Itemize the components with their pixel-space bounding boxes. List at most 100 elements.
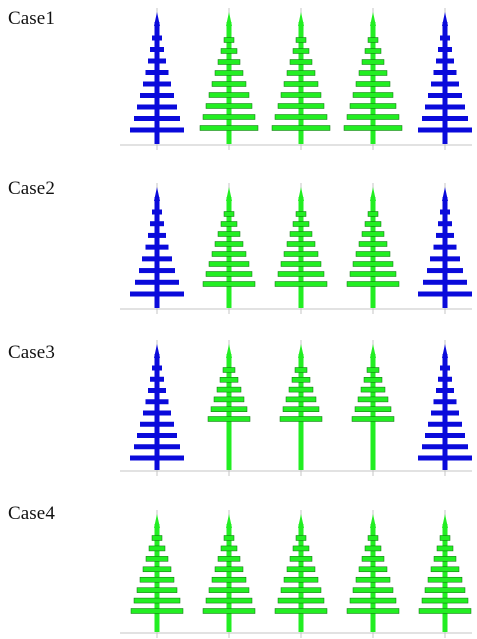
tree-tip <box>298 12 304 26</box>
tree-branch <box>289 59 313 65</box>
tree-branch <box>295 37 307 43</box>
tree-branch <box>346 281 400 287</box>
tree-branch <box>292 48 310 54</box>
tree-tip <box>154 344 160 358</box>
tree-branch <box>274 114 328 120</box>
tree-branch <box>431 410 459 416</box>
tree-branch <box>367 37 379 43</box>
tree-branch <box>418 455 472 461</box>
tree-branch <box>438 47 452 52</box>
case-label-1: Case1 <box>8 8 55 29</box>
tree-branch <box>292 545 310 552</box>
tree-branch <box>140 93 174 98</box>
tree-branch <box>283 81 319 87</box>
tree-branch <box>428 421 462 427</box>
tree-branch <box>436 545 454 552</box>
tree-branch <box>418 291 472 297</box>
tree-branch <box>208 92 250 98</box>
tree-branch <box>363 377 383 383</box>
tree-branch <box>150 376 164 382</box>
tree-tip <box>226 344 232 358</box>
tree-branch <box>134 444 180 450</box>
tree-branch <box>364 48 382 54</box>
tree-branch <box>367 211 379 217</box>
tree-branch <box>358 70 388 76</box>
tree-branch <box>366 367 380 373</box>
tree-branch <box>220 221 238 227</box>
tree-branch <box>274 281 328 287</box>
tree-branch <box>214 241 244 247</box>
tree-branch <box>145 70 169 75</box>
tree-trunk <box>370 354 376 470</box>
tree-branch <box>283 251 319 257</box>
tree-branch <box>145 244 169 250</box>
tree-trunk <box>298 354 304 470</box>
tree-branch <box>357 396 389 403</box>
tree-branch <box>361 231 385 237</box>
tree-branch <box>430 566 460 573</box>
tree-branch <box>422 116 468 121</box>
tree-branch <box>214 566 244 573</box>
tree-branch <box>431 81 459 87</box>
tree-branch <box>367 535 379 541</box>
tree-branch <box>288 386 314 393</box>
tree-tip <box>154 187 160 201</box>
tree-branch <box>438 221 452 227</box>
tree-branch <box>148 232 166 238</box>
tree-branch <box>277 103 325 109</box>
tree-tip <box>154 12 160 26</box>
tree-branch <box>152 365 162 371</box>
tree-tip <box>370 514 376 528</box>
tree-branch <box>217 556 241 562</box>
tree-branch <box>135 279 179 285</box>
tree-branch <box>202 281 256 287</box>
tree-branch <box>286 241 316 247</box>
tree-branch <box>433 244 457 250</box>
tree-branch <box>142 566 172 573</box>
tree-branch <box>277 597 325 604</box>
tree-branch <box>294 367 308 373</box>
tree-branch <box>277 271 325 277</box>
tree-branch <box>289 231 313 237</box>
tree-branch <box>418 608 472 614</box>
tree-branch <box>352 261 394 267</box>
tree-branch <box>280 587 322 593</box>
tree-branch <box>436 388 454 393</box>
tree-branch <box>208 261 250 267</box>
tree-branch <box>361 556 385 562</box>
tree-tip <box>298 344 304 358</box>
tree-branch <box>355 576 391 583</box>
tree-branch <box>223 37 235 43</box>
tree-branch <box>436 232 454 238</box>
tree-trunk <box>226 354 232 470</box>
case-label-2: Case2 <box>8 178 55 199</box>
tree-branch <box>217 231 241 237</box>
tree-branch <box>274 608 328 614</box>
tree-branch <box>136 587 178 593</box>
tree-branch <box>349 103 397 109</box>
tree-branch <box>205 103 253 109</box>
tree-branch <box>433 70 457 75</box>
tree-branch <box>145 399 169 405</box>
tree-branch <box>346 114 400 120</box>
tree-tip <box>154 514 160 528</box>
tree-branch <box>433 399 457 405</box>
tree-branch <box>271 125 331 131</box>
tree-branch <box>205 597 253 604</box>
tree-tip <box>226 187 232 201</box>
tree-branch <box>148 58 166 64</box>
tree-trunk <box>154 197 160 308</box>
tree-branch <box>352 92 394 98</box>
case-label-3: Case3 <box>8 342 55 363</box>
tree-branch <box>289 556 313 562</box>
tree-tip <box>442 514 448 528</box>
tree-branch <box>208 587 250 593</box>
tree-branch <box>295 211 307 217</box>
tree-tip <box>370 344 376 358</box>
tree-branch <box>364 221 382 227</box>
tree-branch <box>425 104 465 110</box>
tree-tip <box>442 12 448 26</box>
tree-branch <box>354 406 392 412</box>
tree-branch <box>433 556 457 562</box>
